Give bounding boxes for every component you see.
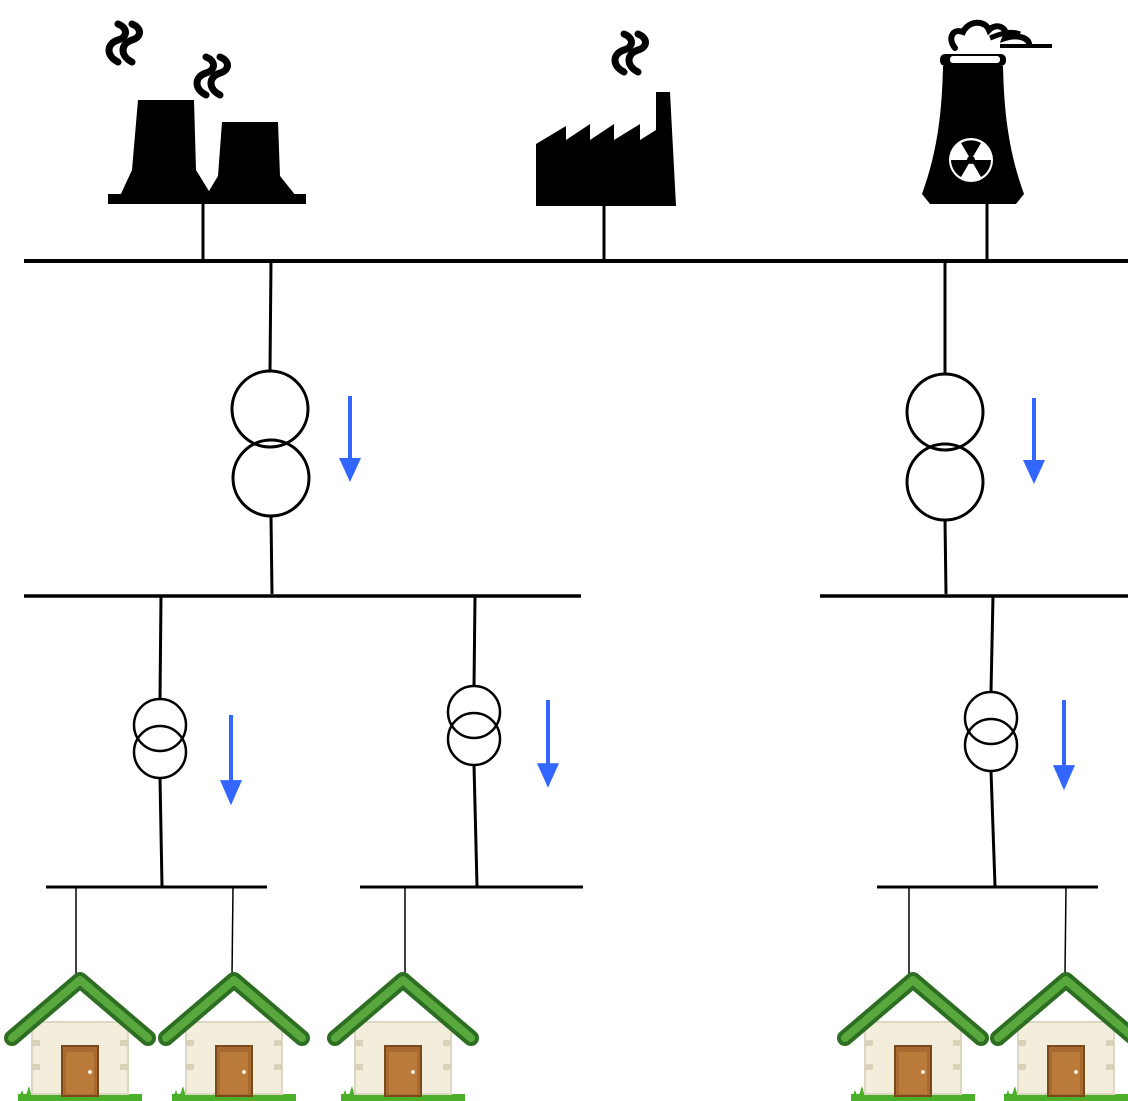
network-lines xyxy=(24,204,1128,980)
power-plant-cooling-towers-icon xyxy=(108,24,306,204)
arrow-down-icon xyxy=(337,394,363,484)
house-icon xyxy=(166,980,302,1101)
transformer-symbol-icon xyxy=(132,697,188,780)
house-icon xyxy=(335,980,471,1101)
arrow-down-icon xyxy=(1053,700,1075,790)
house-icon xyxy=(12,980,148,1101)
house-icon xyxy=(998,980,1128,1101)
arrow-down-icon xyxy=(220,715,242,805)
arrow-down-icon xyxy=(1021,396,1047,486)
transformer-symbol-icon xyxy=(963,690,1019,773)
transformer-symbol-icon xyxy=(446,684,502,767)
house-icon xyxy=(845,980,981,1101)
nuclear-plant-icon xyxy=(922,19,1052,204)
factory-icon xyxy=(536,34,676,206)
transformer-symbol-icon xyxy=(905,372,985,522)
transformer-symbol-icon xyxy=(230,369,311,518)
arrow-down-icon xyxy=(537,700,559,788)
